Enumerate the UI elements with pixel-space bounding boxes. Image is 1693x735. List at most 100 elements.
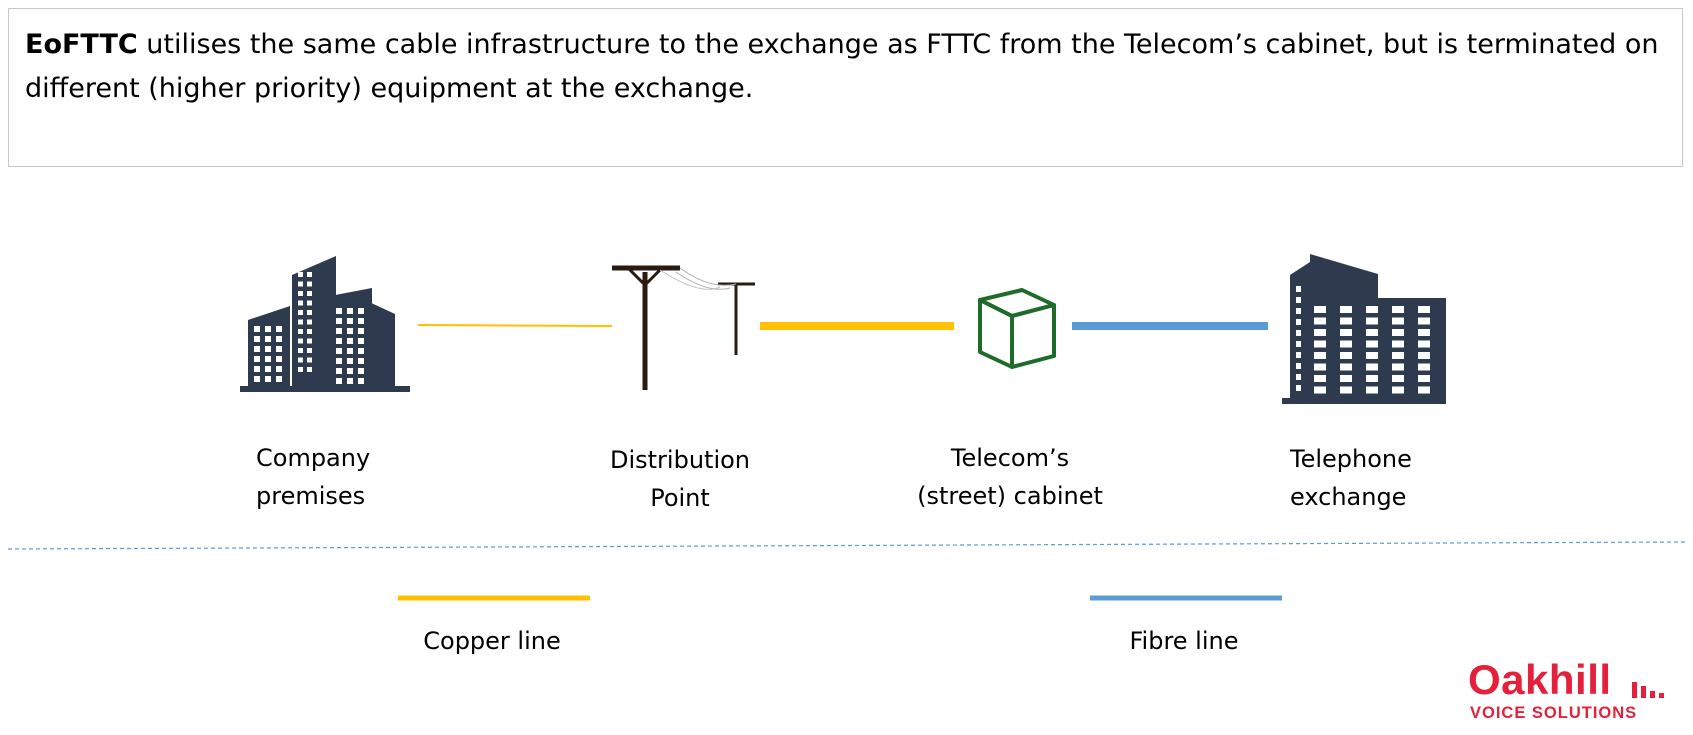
caption-body: utilises the same cable infrastructure t… <box>25 29 1659 104</box>
window <box>254 326 260 332</box>
window <box>307 367 312 372</box>
window <box>307 319 312 325</box>
window <box>1418 306 1430 313</box>
window <box>1296 341 1301 347</box>
telephone-pole-icon <box>612 265 755 390</box>
window <box>336 308 342 314</box>
window <box>1392 340 1404 348</box>
window <box>1340 352 1352 359</box>
cube-icon <box>978 288 1056 369</box>
window <box>1340 329 1352 336</box>
window <box>1392 317 1404 325</box>
label-telephone-exchange: Telephone exchange <box>1290 445 1412 511</box>
window <box>1366 363 1378 371</box>
window <box>1314 317 1326 325</box>
window <box>1314 340 1326 348</box>
window <box>1366 375 1378 382</box>
window <box>1296 308 1301 314</box>
window <box>254 376 260 382</box>
window <box>1418 352 1430 359</box>
window <box>347 368 353 374</box>
oakhill-logo: Oakhill VOICE SOLUTIONS <box>1460 656 1680 726</box>
window <box>336 328 342 334</box>
label-company-premises: Company premises <box>256 444 371 510</box>
window <box>1392 306 1404 313</box>
window <box>1296 363 1301 369</box>
window <box>1418 375 1430 382</box>
window <box>358 348 364 354</box>
signal-bars-icon <box>1632 682 1664 698</box>
window <box>1340 375 1352 382</box>
window <box>1392 386 1404 394</box>
window <box>1392 375 1404 382</box>
window <box>358 308 364 314</box>
window <box>307 291 312 296</box>
copper-line-company-to-distribution <box>417 324 613 327</box>
window <box>298 300 303 306</box>
window <box>1296 330 1301 336</box>
window <box>1392 329 1404 336</box>
window <box>1392 352 1404 359</box>
window <box>358 328 364 334</box>
window <box>358 358 364 364</box>
window <box>1418 317 1430 325</box>
window <box>1296 352 1301 358</box>
window <box>254 356 260 362</box>
window <box>358 318 364 324</box>
window <box>298 329 303 334</box>
logo-tagline: VOICE SOLUTIONS <box>1470 704 1638 722</box>
window <box>347 348 353 354</box>
window <box>1314 386 1326 394</box>
window <box>358 378 364 384</box>
window <box>254 366 260 372</box>
window <box>347 378 353 384</box>
window <box>1418 363 1430 371</box>
window <box>298 348 303 353</box>
window <box>298 291 303 296</box>
window <box>347 318 353 324</box>
window <box>1340 363 1352 371</box>
window <box>1418 340 1430 348</box>
connection-lines <box>417 322 1268 330</box>
dashed-divider <box>7 541 1686 550</box>
window <box>347 358 353 364</box>
window <box>1366 329 1378 336</box>
window <box>1366 352 1378 359</box>
window <box>307 338 312 344</box>
caption-text: EoFTTC utilises the same cable infrastru… <box>25 23 1665 111</box>
legend-fibre-label: Fibre line <box>1129 627 1239 655</box>
window <box>1296 385 1301 391</box>
window <box>298 310 303 315</box>
window <box>1314 363 1326 371</box>
window <box>1314 375 1326 382</box>
label-street-cabinet: Telecom’s (street) cabinet <box>917 444 1103 510</box>
label-distribution-point: Distribution Point <box>609 446 750 512</box>
window <box>307 348 312 353</box>
window <box>1340 317 1352 325</box>
window <box>1314 306 1326 313</box>
window <box>265 326 271 332</box>
window <box>276 366 282 372</box>
window <box>1392 363 1404 371</box>
window <box>276 346 282 352</box>
window <box>276 336 282 342</box>
building-windows <box>254 272 364 384</box>
window <box>254 336 260 342</box>
window <box>1340 386 1352 394</box>
window <box>1366 340 1378 348</box>
window <box>254 346 260 352</box>
window <box>276 356 282 362</box>
window <box>347 338 353 344</box>
window <box>1366 317 1378 325</box>
caption-box: EoFTTC utilises the same cable infrastru… <box>8 8 1683 167</box>
window <box>1340 306 1352 313</box>
logo-wordmark: Oakhill <box>1468 656 1612 703</box>
window <box>307 357 312 363</box>
window <box>298 281 303 287</box>
window <box>307 329 312 334</box>
window <box>1366 306 1378 313</box>
window <box>336 338 342 344</box>
window <box>1418 386 1430 394</box>
window <box>298 357 303 363</box>
